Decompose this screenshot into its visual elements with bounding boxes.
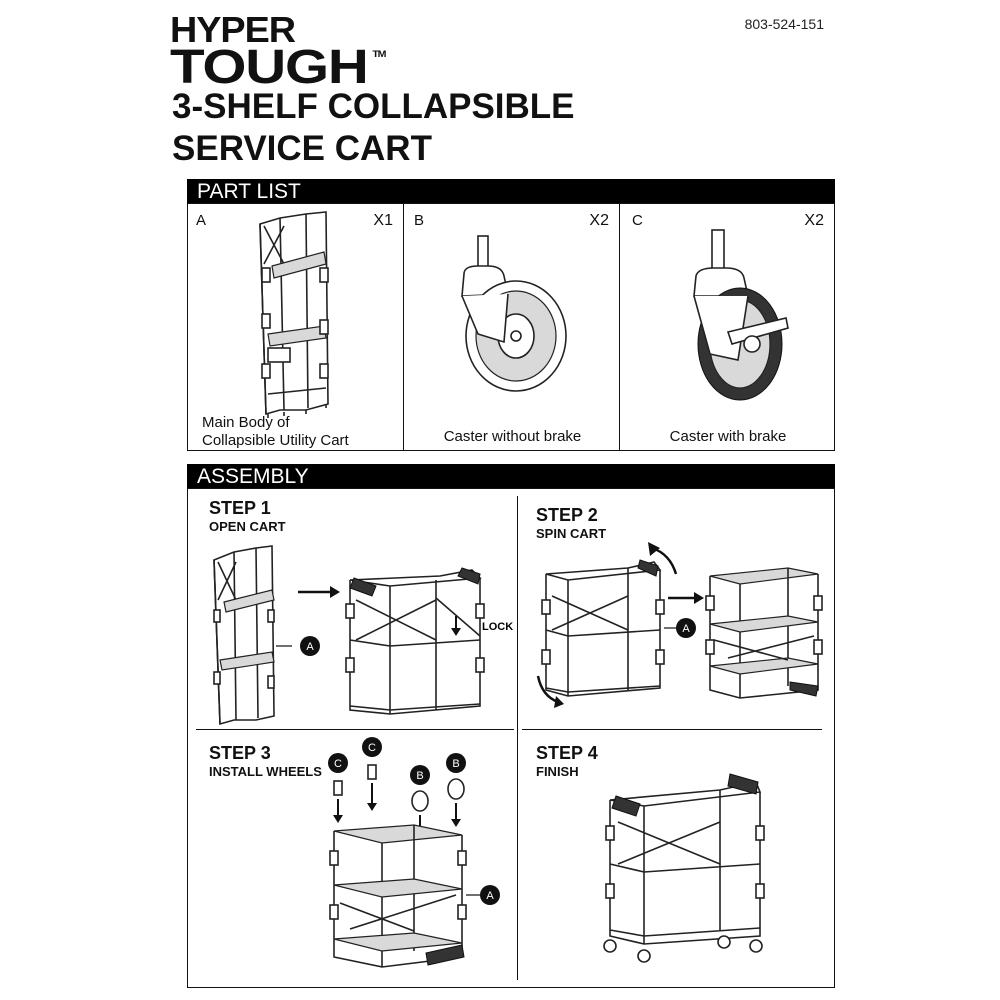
- step-2-callout-a: [676, 618, 696, 638]
- assembly-divider-left: [196, 729, 514, 730]
- step-1-illustration: A LOCK: [213, 545, 513, 726]
- step-1-subtitle: OPEN CART: [209, 519, 286, 534]
- step-3-callout-b-1-text: B: [416, 770, 423, 782]
- part-b-panel: B X2 Caster without brake: [403, 203, 620, 451]
- brand-logo-word: TOUGH: [170, 41, 369, 95]
- part-c-caption: Caster with brake: [669, 428, 787, 445]
- trademark-mark: TM: [372, 49, 386, 60]
- assembly-divider-right: [522, 729, 822, 730]
- step-4-subtitle: FINISH: [536, 764, 579, 779]
- assembly-vertical-divider: [517, 496, 518, 980]
- caster-with-brake-illustration: [693, 229, 789, 401]
- part-c-quantity: X2: [804, 212, 824, 229]
- step-3-title: STEP 3: [209, 743, 271, 763]
- step-3-callout-a-text: A: [486, 890, 494, 902]
- step-3-callout-c-2-text: C: [368, 742, 376, 754]
- folded-cart-illustration: [259, 211, 329, 418]
- step-3-callout-c-1-text: C: [334, 758, 342, 770]
- part-c-panel: C X2 Caster with brake: [619, 203, 835, 451]
- part-a-panel: A X1 Main Body of Collapsible Utility Ca…: [187, 203, 404, 451]
- page-title-line1: 3-SHELF COLLAPSIBLE: [172, 87, 575, 126]
- step-3-illustration: C C B B A: [328, 737, 500, 968]
- page-title: 3-SHELF COLLAPSIBLE SERVICE CART: [172, 86, 575, 170]
- step-1-title: STEP 1: [209, 498, 271, 518]
- part-b-caption: Caster without brake: [443, 428, 582, 445]
- step-3-callout-b-2-text: B: [452, 758, 459, 770]
- step-2-title: STEP 2: [536, 505, 598, 525]
- part-a-letter: A: [196, 212, 207, 229]
- part-c-letter: C: [632, 212, 643, 229]
- page-title-line2: SERVICE CART: [172, 129, 432, 168]
- part-a-caption-line2: Collapsible Utility Cart: [202, 432, 349, 449]
- step-3-callout-b-2: [446, 753, 466, 773]
- assembly-panel: [187, 488, 835, 988]
- step-1-callout-a-text: A: [306, 641, 314, 653]
- brand-logo-line1: HYPER: [170, 9, 296, 50]
- part-a-quantity: X1: [373, 212, 393, 229]
- document-code: 803-524-151: [744, 16, 824, 32]
- part-a-caption: Main Body of Collapsible Utility Cart: [202, 414, 349, 450]
- caster-without-brake-illustration: [461, 235, 567, 392]
- step-2-subtitle: SPIN CART: [536, 526, 607, 541]
- step-3-callout-c-1: [328, 753, 348, 773]
- part-b-letter: B: [414, 212, 425, 229]
- step-1-callout-a: [300, 636, 320, 656]
- step-2-callout-a-text: A: [682, 623, 690, 635]
- part-list-heading: PART LIST: [187, 179, 835, 204]
- step-3-callout-a: [480, 885, 500, 905]
- step-3-callout-c-2: [362, 737, 382, 757]
- step-1-lock-label: LOCK: [482, 621, 513, 633]
- part-b-quantity: X2: [589, 212, 609, 229]
- part-a-caption-line1: Main Body of: [202, 414, 290, 431]
- step-3-subtitle: INSTALL WHEELS: [209, 764, 322, 779]
- step-4-illustration: [603, 773, 765, 963]
- step-4-title: STEP 4: [536, 743, 598, 763]
- step-2-illustration: A: [536, 542, 823, 708]
- step-3-callout-b-1: [410, 765, 430, 785]
- assembly-heading: ASSEMBLY: [187, 464, 835, 489]
